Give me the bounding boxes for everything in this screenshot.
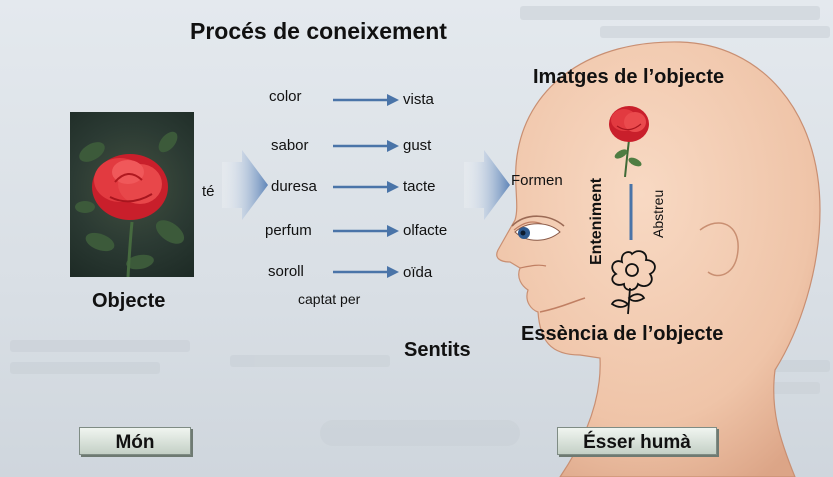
sense-label: olfacte — [403, 222, 448, 239]
sense-label: oïda — [403, 264, 433, 281]
arrow-right-icon — [333, 181, 399, 193]
eye-icon — [511, 215, 565, 241]
rose-image-icon — [75, 131, 185, 277]
arrow-right-icon — [333, 140, 399, 152]
understanding-label: Enteniment — [588, 177, 605, 265]
property-label: sabor — [271, 137, 309, 154]
object-essence-label: Essència de l’objecte — [521, 323, 724, 345]
property-label: soroll — [268, 263, 304, 280]
property-label: perfum — [265, 222, 312, 239]
human-being-button[interactable]: Ésser humà — [557, 427, 717, 455]
arrow-right-icon — [333, 266, 399, 278]
rose-mental-image-icon — [609, 106, 649, 177]
sense-label: tacte — [403, 178, 436, 195]
arrow-right-icon — [333, 225, 399, 237]
world-button[interactable]: Món — [79, 427, 191, 455]
property-label: color — [269, 88, 302, 105]
sense-label: vista — [403, 91, 434, 108]
big-arrow-right-icon — [464, 150, 510, 220]
abstract-label: Abstreu — [650, 189, 666, 238]
arrow-right-icon — [333, 94, 399, 106]
big-arrow-left-icon — [222, 150, 268, 220]
sense-label: gust — [403, 137, 432, 154]
form-label: Formen — [511, 172, 563, 189]
rose-photo — [70, 112, 194, 277]
object-label: Objecte — [92, 290, 166, 312]
flower-outline-icon — [610, 250, 656, 315]
object-images-label: Imatges de l’objecte — [533, 66, 725, 88]
diagram-title: Procés de coneixement — [190, 18, 447, 44]
captured-by-label: captat per — [298, 291, 361, 307]
property-label: duresa — [271, 178, 317, 195]
has-label: té — [202, 183, 215, 200]
human-head-illustration — [496, 41, 821, 477]
abstraction-line — [629, 184, 633, 240]
senses-label: Sentits — [404, 339, 471, 361]
